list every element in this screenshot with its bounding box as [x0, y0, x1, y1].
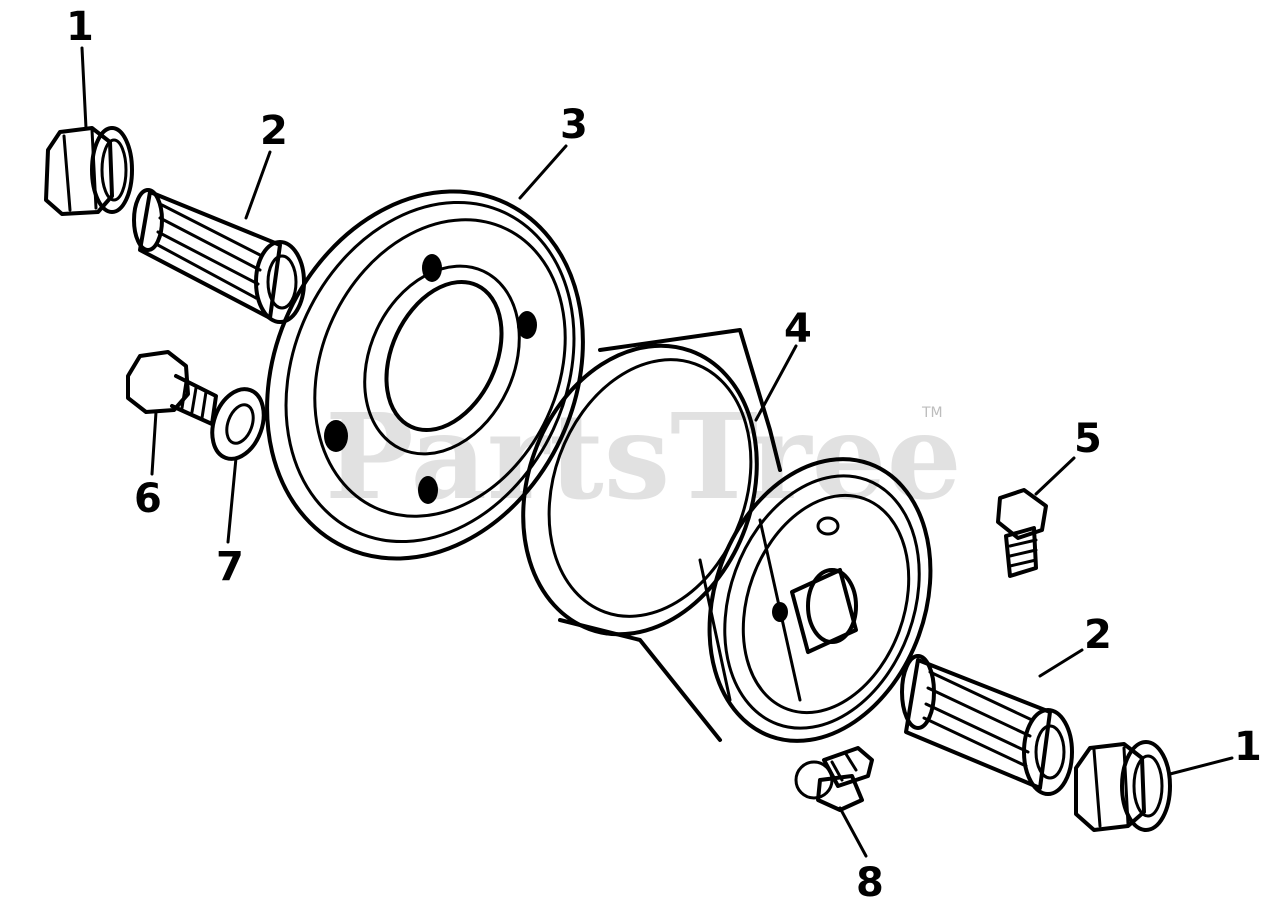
watermark-text: PartsTree	[325, 387, 962, 526]
callout-5: 5	[1074, 416, 1102, 462]
part-bearing-sleeve-bottom[interactable]	[900, 654, 1074, 796]
part-wheel-half-disc[interactable]	[209, 139, 641, 610]
callout-2-top: 2	[260, 108, 288, 154]
trademark-mark: TM	[921, 405, 943, 421]
callout-2-bottom: 2	[1084, 612, 1112, 658]
part-grease-fitting-straight[interactable]	[996, 488, 1048, 578]
part-bearing-sleeve-top[interactable]	[132, 188, 306, 324]
part-lock-washer[interactable]	[203, 382, 273, 466]
part-wheel-rim-hub[interactable]	[484, 313, 968, 773]
part-grease-fitting-angled[interactable]	[794, 746, 874, 812]
callout-labels: 1 2 3 4 5 6 7 2 1 8	[66, 4, 1262, 906]
callout-3: 3	[560, 102, 588, 148]
part-hex-bolt[interactable]	[126, 350, 218, 426]
callout-8: 8	[856, 860, 884, 906]
callout-7: 7	[216, 544, 244, 590]
callout-4: 4	[784, 306, 812, 352]
callout-1-bottom: 1	[1234, 724, 1262, 770]
part-flange-nut-bottom[interactable]	[1074, 740, 1172, 832]
callout-1-top: 1	[66, 4, 94, 50]
part-flange-nut-top[interactable]	[44, 126, 134, 216]
callout-6: 6	[134, 476, 162, 522]
leader-lines	[80, 46, 1234, 858]
